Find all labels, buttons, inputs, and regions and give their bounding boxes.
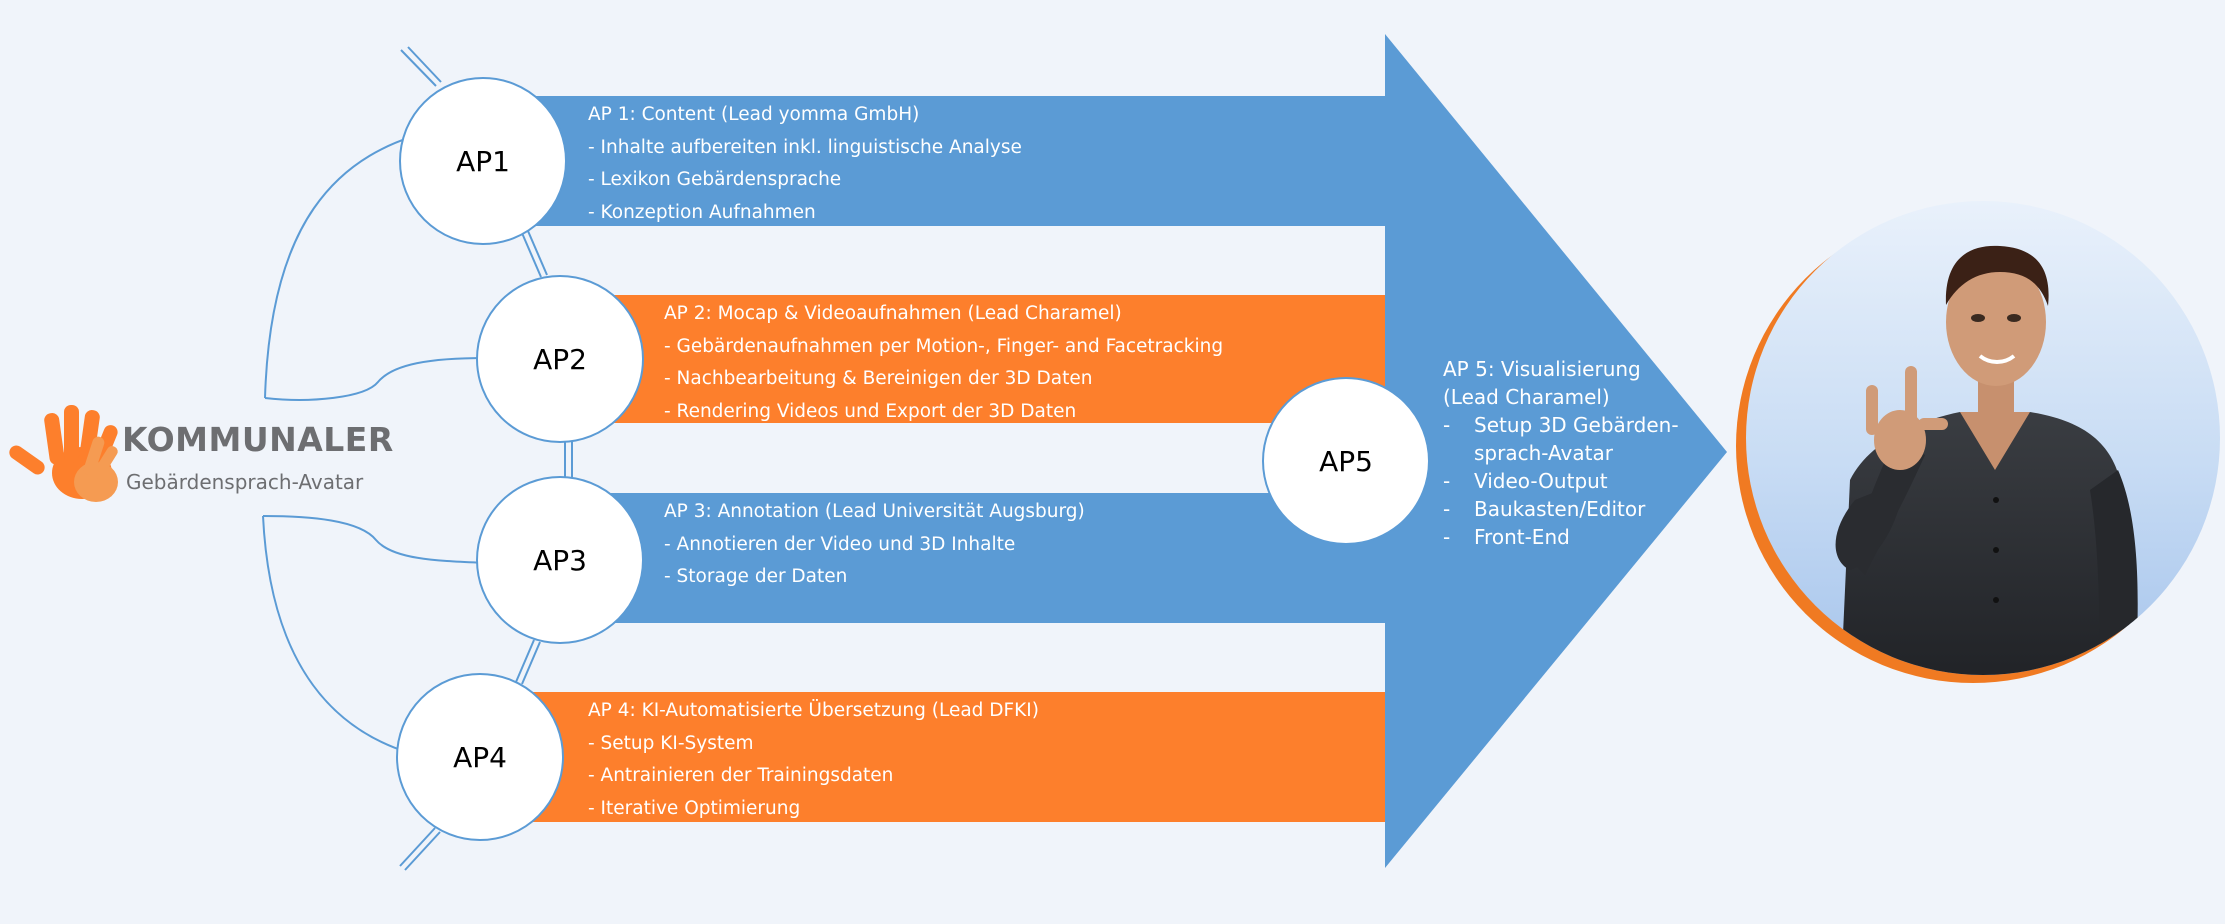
ap5-item-list: - Setup 3D Gebärden-sprach-Avatar - Vide…: [1443, 411, 1743, 551]
band-ap2-item-2: - Nachbearbeitung & Bereinigen der 3D Da…: [664, 368, 1093, 389]
ap5-item-text: Video-Output: [1474, 469, 1608, 493]
band-ap1-item-2: - Lexikon Gebärdensprache: [588, 169, 842, 190]
ap5-item: - Setup 3D Gebärden-sprach-Avatar: [1443, 411, 1699, 467]
ap5-item: - Video-Output: [1443, 467, 1743, 495]
ap5-item-text: Setup 3D Gebärden-sprach-Avatar: [1474, 413, 1679, 465]
ap1-label: AP1: [456, 144, 510, 178]
main-arrow-head: [1385, 34, 1727, 868]
band-ap3-item-2: - Storage der Daten: [664, 566, 848, 587]
band-ap1: AP 1: Content (Lead yomma GmbH) - Inhalt…: [528, 96, 1385, 226]
band-ap3-item-1: - Annotieren der Video und 3D Inhalte: [664, 533, 1016, 555]
band-ap1-item-1: - Inhalte aufbereiten inkl. linguistisch…: [588, 136, 1022, 158]
logo-subtitle: Gebärdensprach-Avatar: [126, 470, 364, 494]
ap5-label: AP5: [1319, 444, 1373, 478]
ap5-item-dash: -: [1443, 469, 1451, 493]
ap5-item-text: Baukasten/Editor: [1474, 497, 1646, 521]
band-ap4-item-3: - Iterative Optimierung: [588, 797, 801, 819]
band-ap2-item-1: - Gebärdenaufnahmen per Motion-, Finger-…: [664, 335, 1224, 357]
spine-line: [399, 46, 573, 871]
band-ap4-heading: AP 4: KI-Automatisierte Übersetzung (Lea…: [588, 700, 1039, 721]
ap5-heading-line-2: (Lead Charamel): [1443, 385, 1610, 409]
ap3-node: AP3: [476, 476, 644, 644]
band-ap4-item-1: - Setup KI-System: [588, 732, 754, 754]
band-ap2-item-3: - Rendering Videos und Export der 3D Dat…: [664, 400, 1077, 422]
ap5-item-text: Front-End: [1474, 525, 1570, 549]
ap5-item-dash: -: [1443, 413, 1451, 437]
ap5-item: - Front-End: [1443, 523, 1743, 551]
ap5-item-dash: -: [1443, 497, 1451, 521]
band-ap2-heading: AP 2: Mocap & Videoaufnahmen (Lead Chara…: [664, 303, 1122, 324]
ap2-label: AP2: [533, 342, 587, 376]
band-ap3-heading: AP 3: Annotation (Lead Universität Augsb…: [664, 501, 1085, 522]
band-ap3: AP 3: Annotation (Lead Universität Augsb…: [608, 493, 1385, 623]
band-ap1-heading: AP 1: Content (Lead yomma GmbH): [588, 104, 920, 125]
ap5-item-dash: -: [1443, 525, 1451, 549]
ap5-item: - Baukasten/Editor: [1443, 495, 1743, 523]
ap4-node: AP4: [396, 673, 564, 841]
avatar-signing-icon: [1736, 201, 2220, 683]
ap1-node: AP1: [399, 77, 567, 245]
band-ap1-item-3: - Konzeption Aufnahmen: [588, 201, 816, 223]
ap5-description: AP 5: Visualisierung (Lead Charamel) - S…: [1443, 355, 1743, 551]
ap4-label: AP4: [453, 740, 507, 774]
band-ap4-item-2: - Antrainieren der Trainingsdaten: [588, 765, 894, 786]
hands-logo-icon: [9, 405, 118, 502]
ap5-node: AP5: [1262, 377, 1430, 545]
logo-title: KOMMUNALER: [122, 420, 394, 459]
ap2-node: AP2: [476, 275, 644, 443]
ap5-heading-line-1: AP 5: Visualisierung: [1443, 357, 1641, 381]
band-ap2: AP 2: Mocap & Videoaufnahmen (Lead Chara…: [608, 295, 1385, 423]
band-ap4: AP 4: KI-Automatisierte Übersetzung (Lea…: [528, 692, 1385, 822]
ap3-label: AP3: [533, 543, 587, 577]
